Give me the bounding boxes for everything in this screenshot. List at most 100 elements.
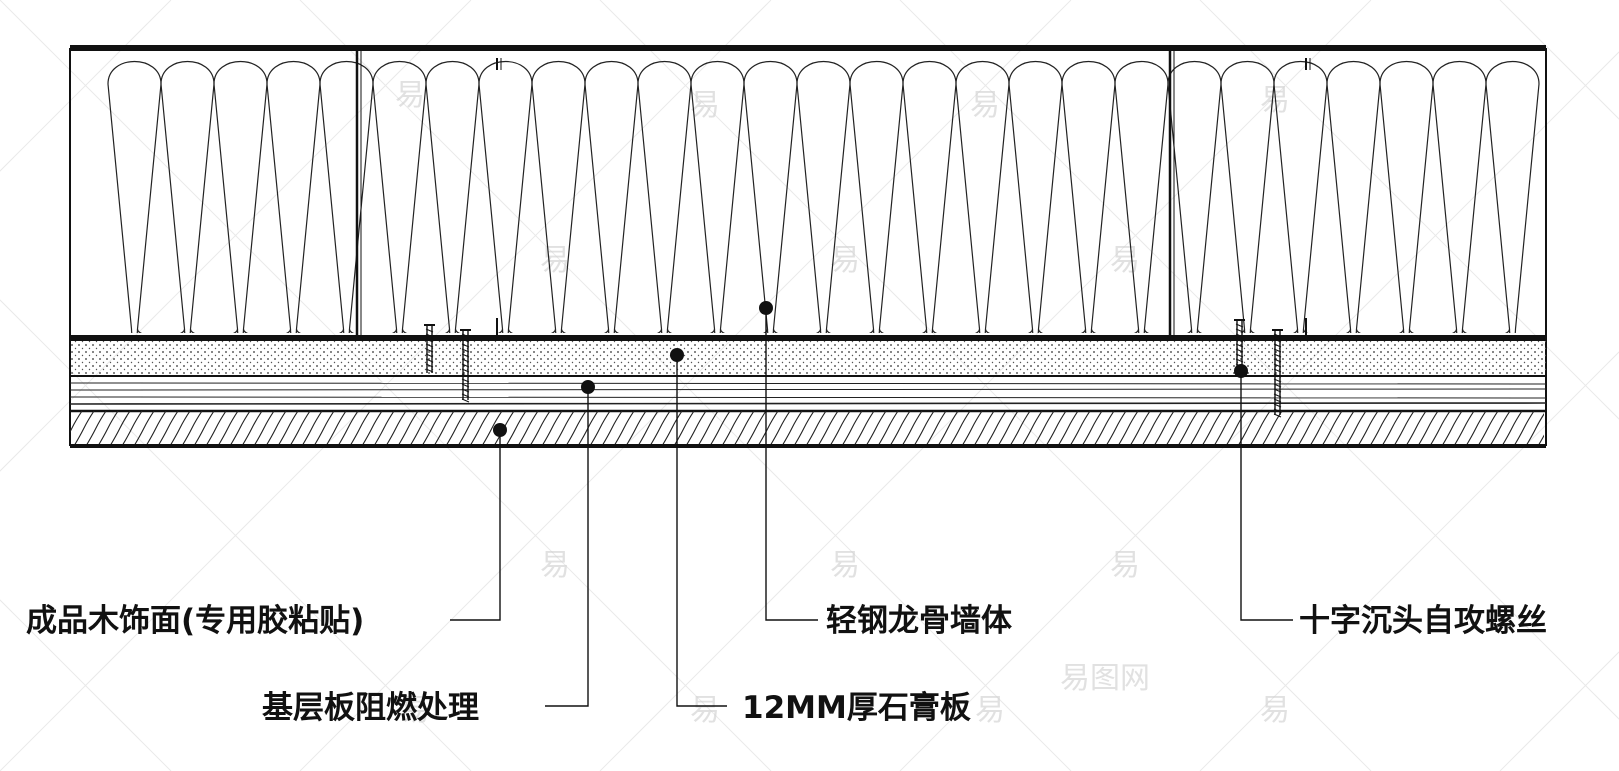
insulation-batt-bottom [925,328,934,333]
insulation-batt-bottom [1349,328,1358,333]
gypsum-board-label: 12MM厚石膏板 [742,690,971,726]
wood-grain-stroke [805,411,827,446]
insulation-batt-lower-loop [401,328,451,333]
wood-grain-stroke [1117,411,1139,446]
brand-watermark: 易图网 [1060,661,1150,696]
insulation-batt-spacer [189,78,237,330]
insulation-batt-bottom [978,328,987,333]
wood-grain-stroke [1093,411,1115,446]
wood-grain-stroke [1213,411,1235,446]
wood-grain-stroke [301,411,323,446]
wood-grain-stroke [1021,411,1043,446]
wood-grain-stroke [397,411,419,446]
wood-grain-stroke [661,411,683,446]
wood-grain-stroke [421,411,443,446]
wood-grain-stroke [1525,413,1544,446]
insulation-batt-spacer [613,78,661,330]
wood-grain-stroke [433,411,455,446]
insulation-batt-lower-loop [1196,328,1246,333]
wood-grain-stroke [1297,411,1319,446]
steel-studs [355,50,1311,337]
wood-grain-stroke [637,411,659,446]
wood-grain-stroke [529,411,551,446]
self-tapping-screw [424,324,435,373]
insulation-batt-top [902,61,957,330]
insulation-batt-lower-loop [878,328,928,333]
insulation-batt-bottom [448,328,457,333]
wood-grain-stroke [445,411,467,446]
wood-grain-stroke [1225,411,1247,446]
self-tapping-screw [460,329,471,403]
wood-grain-stroke [1562,411,1582,446]
insulation-batt-top [637,61,692,330]
insulation-batt-lower-loop [348,328,398,333]
wood-grain-stroke [625,411,647,446]
insulation-batt-lower-loop [984,328,1034,333]
wood-grain-stroke [1009,411,1031,446]
insulation-batt-spacer [136,78,184,330]
leader-dots [493,301,1248,437]
insulation-batt-bottom [1137,328,1146,333]
insulation-batt-spacer [825,78,873,330]
insulation-batt-top [1432,61,1487,330]
wood-grain-stroke [757,411,779,446]
leader-lines [450,308,1293,707]
wood-grain-stroke [1417,411,1439,446]
wood-grain-stroke [817,411,839,446]
base-board-line [69,382,1547,385]
insulation-batt-bottom [1243,328,1252,333]
insulation-batt-bottom [1084,328,1093,333]
wood-grain-stroke [1513,411,1535,446]
insulation-batt-bottom [554,328,563,333]
insulation-batt-bottom [395,328,404,333]
wood-grain-stroke [1345,411,1367,446]
insulation-batt-bottom [1402,328,1411,333]
insulation-batt-lower-loop [189,328,239,333]
wood-grain-stroke [925,411,947,446]
insulation-batt-top [531,61,586,330]
wood-grain-stroke [937,411,959,446]
wood-grain-stroke [1321,411,1343,446]
insulation-batt-spacer [1302,78,1350,330]
watermark-glyph: 易 [830,243,860,278]
wood-grain-stroke [721,411,743,446]
insulation-batt-lower-loop [1408,328,1458,333]
wood-grain-stroke [481,411,503,446]
insulation-batt-bottom [130,328,139,333]
wood-grain-stroke [313,411,335,446]
insulation-batt-bottom [1296,328,1305,333]
watermark-glyph: 易 [975,693,1005,728]
wood-grain-stroke [1201,411,1223,446]
wood-grain-stroke [70,411,83,434]
wood-grain-stroke [769,411,791,446]
wood-veneer-layer [70,409,1582,448]
insulation-batt-bottom [607,328,616,333]
wood-grain-stroke [205,411,227,446]
wood-grain-stroke [1501,411,1523,446]
wood-grain-stroke [217,411,239,446]
wood-grain-stroke [361,411,383,446]
insulation-batt-spacer [242,78,290,330]
wood-grain-stroke [385,411,407,446]
insulation-batt-spacer [878,78,926,330]
wood-grain-stroke [985,411,1007,446]
wood-grain-stroke [841,411,863,446]
insulation-batt-top [796,61,851,330]
insulation-batt-top [743,61,798,330]
base-board-line [69,388,1547,391]
screws-group [424,319,1283,418]
wood-grain-stroke [241,411,263,446]
wood-grain-stroke [877,411,899,446]
wall-frame [69,45,1547,446]
wood-grain-stroke [889,411,911,446]
insulation-batt-spacer [401,78,449,330]
insulation-batt-top [849,61,904,330]
watermark-glyph: 易 [830,548,860,583]
wood-grain-stroke [973,411,995,446]
insulation-batt-bottom [766,328,775,333]
wood-grain-stroke [1141,411,1163,446]
wood-grain-stroke [85,411,107,446]
insulation-batt-bottom [1190,328,1199,333]
insulation-batt-lower-loop [1249,328,1299,333]
watermark-glyph: 易 [970,88,1000,123]
